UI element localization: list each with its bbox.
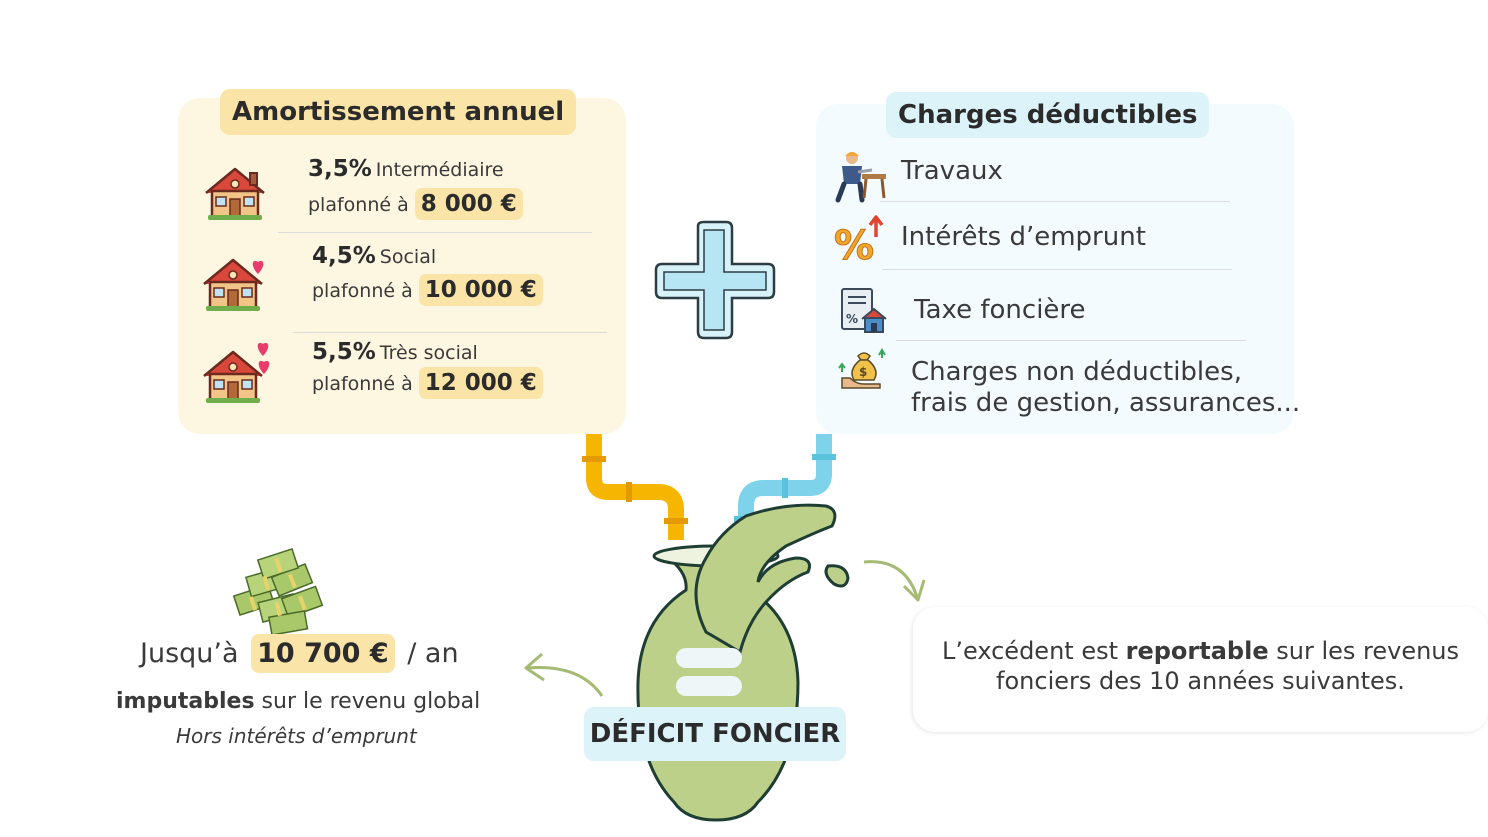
money-stack-icon [232, 547, 324, 636]
jusqua-prefix: Jusqu’à [140, 638, 239, 669]
divider [896, 340, 1246, 341]
jar-icon [636, 503, 850, 822]
charge-label: Intérêts d’emprunt [901, 222, 1146, 252]
amort-row-2-rate-line: 4,5%Social [312, 243, 436, 269]
amort-rate: 3,5% [308, 156, 372, 182]
amortissement-title: Amortissement annuel [220, 89, 577, 135]
divider [882, 269, 1232, 270]
arrow-right-icon [863, 560, 926, 602]
svg-text:%: % [834, 223, 874, 269]
excedent-part1: L’excédent est [941, 637, 1126, 665]
money-bag-hand-icon: $ [838, 348, 886, 389]
reportable-bold: reportable [1125, 637, 1269, 665]
amort-row-1-rate-line: 3,5%Intermédiaire [308, 156, 504, 182]
svg-text:$: $ [859, 365, 867, 379]
percent-up-icon: % [834, 215, 884, 270]
amort-rate: 4,5% [312, 243, 376, 269]
divider [278, 232, 592, 233]
svg-text:%: % [846, 312, 858, 326]
charge-label: Charges non déductibles, frais de gestio… [911, 357, 1301, 418]
charge-label: Travaux [901, 156, 1003, 186]
excedent-part2: sur les revenus fonciers des 10 années s… [996, 637, 1460, 695]
amort-cap-label: plafonné à [308, 194, 409, 216]
house-icon [205, 167, 265, 220]
amort-cap-label: plafonné à [312, 373, 413, 395]
imputables-bold: imputables [116, 689, 255, 714]
worker-saw-icon [835, 152, 886, 203]
charges-title: Charges déductibles [886, 92, 1210, 138]
imputables-line: imputables sur le revenu global [116, 689, 480, 714]
imputables-rest: sur le revenu global [254, 689, 481, 714]
house-heart-icon [203, 258, 264, 311]
amort-rate: 5,5% [312, 339, 376, 365]
amort-level: Très social [379, 342, 478, 364]
deficit-foncier-label: DÉFICIT FONCIER [584, 707, 846, 761]
house-hearts-icon [203, 342, 270, 403]
amort-amount: 8 000 € [414, 188, 523, 220]
excedent-text: L’excédent est reportable sur les revenu… [913, 636, 1488, 696]
max-amount: 10 700 € [251, 634, 395, 673]
jusqua-line: Jusqu’à 10 700 € / an [140, 634, 459, 673]
tax-document-house-icon: % [841, 288, 887, 333]
divider [293, 332, 607, 333]
amort-amount: 12 000 € [418, 367, 543, 399]
excedent-card [913, 607, 1488, 732]
per-year: / an [407, 638, 459, 669]
divider [880, 201, 1230, 202]
amort-row-3-rate-line: 5,5%Très social [312, 339, 478, 365]
arrow-left-icon [524, 652, 604, 697]
amort-level: Social [379, 246, 437, 268]
plus-icon [654, 220, 776, 340]
charge-label: Taxe foncière [914, 295, 1086, 325]
hors-interets-note: Hors intérêts d’emprunt [176, 724, 417, 748]
amort-cap-label: plafonné à [312, 280, 413, 302]
amort-level: Intermédiaire [375, 159, 504, 181]
amort-amount: 10 000 € [418, 274, 543, 306]
